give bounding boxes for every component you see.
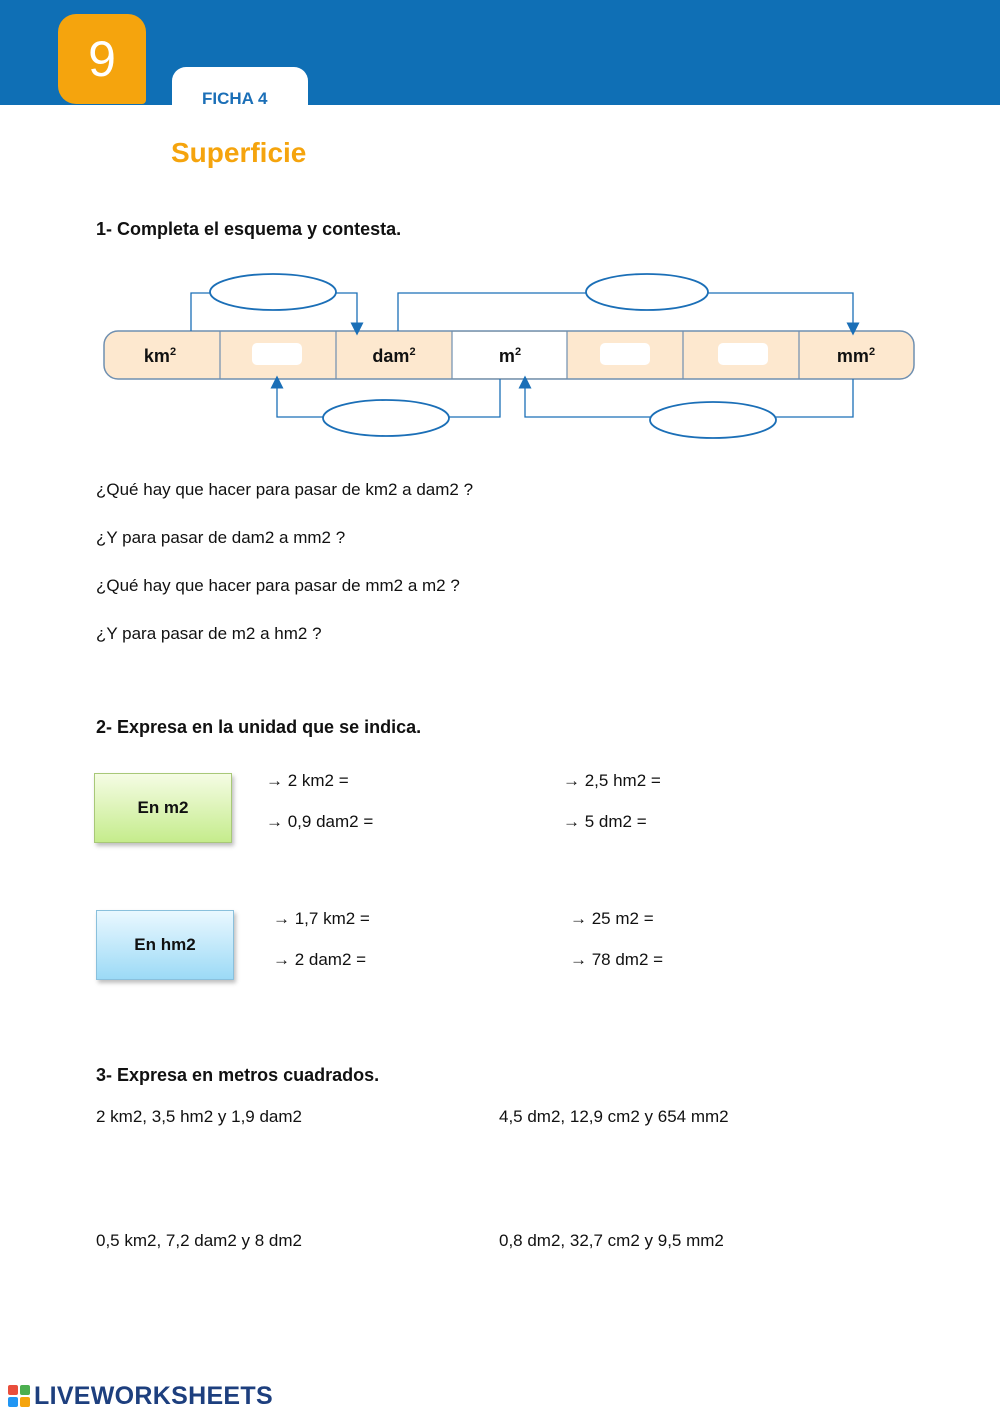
exercise-item: → 0,9 dam2 =	[266, 812, 374, 831]
exercise-item: → 2 dam2 =	[273, 950, 367, 969]
target-unit-label: En hm2	[134, 935, 196, 954]
unit-blank-1[interactable]	[252, 343, 302, 365]
unit-dam2: dam2	[372, 346, 415, 366]
answer-oval-bottom-left[interactable]	[322, 399, 450, 437]
logo-text: LIVEWORKSHEETS	[34, 1381, 273, 1410]
unit-mm2: mm2	[837, 346, 875, 366]
exercise-item: → 78 dm2 =	[570, 950, 664, 969]
answer-oval-top-right[interactable]	[585, 273, 709, 311]
unit-blank-2[interactable]	[600, 343, 650, 365]
question-3: ¿Qué hay que hacer para pasar de mm2 a m…	[96, 576, 460, 595]
exercise-item: → 25 m2 =	[570, 909, 654, 928]
target-unit-box-hm2: En hm2	[96, 910, 234, 980]
sheet-tab: FICHA 4	[172, 67, 308, 111]
target-unit-label: En m2	[137, 798, 189, 817]
arrow-km2-to-dam2	[190, 292, 210, 331]
arrow-dam2-to-mm2	[397, 292, 586, 331]
sheet-label: FICHA 4	[202, 89, 268, 108]
m2-cell-highlight	[452, 332, 567, 378]
arrow-mm2-to-m2	[776, 379, 854, 418]
exercise-item: → 2,5 hm2 =	[563, 771, 661, 790]
page-title: Superficie	[171, 137, 307, 168]
exercise-item: 2 km2, 3,5 hm2 y 1,9 dam2	[96, 1107, 302, 1126]
exercise-item: → 5 dm2 =	[563, 812, 647, 831]
exercise-item: 0,8 dm2, 32,7 cm2 y 9,5 mm2	[499, 1231, 724, 1250]
answer-oval-top-left[interactable]	[209, 273, 337, 311]
question-4: ¿Y para pasar de m2 a hm2 ?	[96, 624, 322, 643]
exercise-item: → 2 km2 =	[266, 771, 349, 790]
question-2: ¿Y para pasar de dam2 a mm2 ?	[96, 528, 346, 547]
header-bar	[0, 0, 1000, 105]
target-unit-box-m2: En m2	[94, 773, 232, 843]
section2-heading: 2- Expresa en la unidad que se indica.	[96, 717, 422, 737]
logo-grid-icon	[8, 1385, 30, 1407]
liveworksheets-logo: LIVEWORKSHEETS	[8, 1382, 273, 1410]
exercise-item: 4,5 dm2, 12,9 cm2 y 654 mm2	[499, 1107, 729, 1126]
arrow-m2-to-hm2	[449, 379, 501, 418]
section3-heading: 3- Expresa en metros cuadrados.	[96, 1065, 380, 1085]
exercise-item: 0,5 km2, 7,2 dam2 y 8 dm2	[96, 1231, 302, 1250]
unit-km2: km2	[144, 346, 176, 366]
question-1: ¿Qué hay que hacer para pasar de km2 a d…	[96, 480, 474, 499]
section1-heading: 1- Completa el esquema y contesta.	[96, 219, 402, 239]
answer-oval-bottom-right[interactable]	[649, 401, 777, 439]
unit-m2: m2	[499, 346, 521, 366]
exercise-item: → 1,7 km2 =	[273, 909, 370, 928]
chapter-number-badge: 9	[58, 14, 146, 104]
unit-conversion-diagram: km2 dam2 m2 mm2	[103, 273, 915, 439]
unit-blank-3[interactable]	[718, 343, 768, 365]
